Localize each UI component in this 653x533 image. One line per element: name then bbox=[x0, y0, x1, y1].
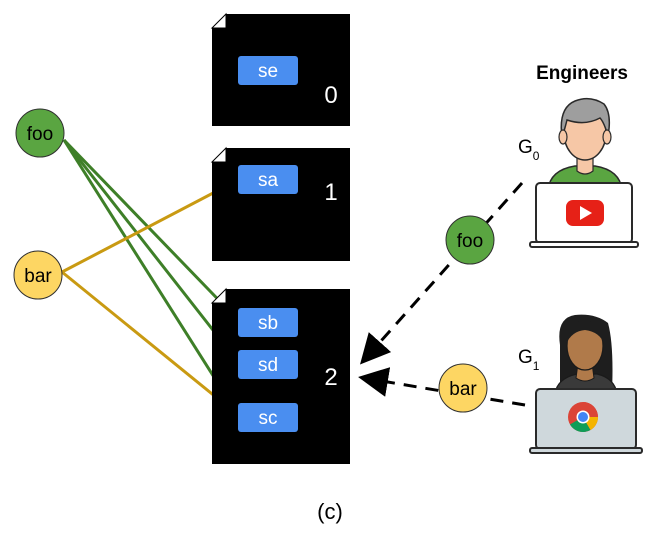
request-key-bar: bar bbox=[438, 363, 488, 413]
engineer-g1-laptop-base bbox=[529, 447, 643, 454]
file-1-index: 1 bbox=[324, 179, 337, 206]
engineer-g1-laptop bbox=[529, 388, 643, 454]
edge-foo-sb bbox=[62, 138, 240, 322]
engineer-g0-ear-right bbox=[602, 129, 612, 145]
file-2-tag-0-box bbox=[238, 308, 298, 337]
edge-bar-sa bbox=[61, 178, 239, 274]
key-node-foo: foo bbox=[15, 108, 65, 158]
key-node-foo-label: foo bbox=[27, 124, 53, 145]
engineer-g0: G0 bbox=[518, 97, 639, 248]
youtube-icon bbox=[566, 200, 604, 226]
file-1: sa 1 bbox=[210, 146, 350, 261]
engineer-g0-avatar bbox=[547, 97, 623, 191]
file-2-tag-1-box bbox=[238, 350, 298, 379]
key-node-foo-circle bbox=[15, 108, 65, 158]
file-2-corner-fold bbox=[210, 287, 227, 304]
request-key-bar-label: bar bbox=[449, 379, 477, 400]
foo-edges bbox=[62, 138, 240, 416]
key-node-bar-label: bar bbox=[24, 266, 52, 287]
file-2-tag-1: sd bbox=[258, 355, 278, 376]
engineer-g1: G1 bbox=[518, 314, 643, 454]
bar-edges bbox=[61, 178, 239, 417]
file-0-corner-fold bbox=[210, 12, 227, 29]
engineer-g1-label: G1 bbox=[518, 347, 540, 373]
file-2: sb sd sc 2 bbox=[210, 287, 350, 464]
edge-foo-sd bbox=[62, 139, 240, 363]
request-key-foo-circle bbox=[445, 215, 495, 265]
request-key-foo-label: foo bbox=[457, 231, 483, 252]
request-arrow-g0 bbox=[360, 182, 524, 365]
engineer-g0-label: G0 bbox=[518, 137, 540, 163]
engineer-g1-hair-fringe bbox=[566, 320, 604, 344]
figure-caption: (c) bbox=[317, 499, 343, 524]
chrome-icon bbox=[568, 402, 598, 433]
file-0-tag-0: se bbox=[258, 61, 278, 82]
request-arrow-g1 bbox=[358, 367, 526, 407]
file-2-tag-0: sb bbox=[258, 313, 278, 334]
file-1-tag-0: sa bbox=[258, 170, 279, 191]
file-0-tag-0-box bbox=[238, 56, 298, 85]
engineer-g1-avatar bbox=[554, 314, 618, 394]
file-2-index: 2 bbox=[324, 364, 337, 391]
request-key-foo: foo bbox=[445, 215, 495, 265]
file-2-tag-2: sc bbox=[259, 408, 278, 429]
file-1-corner-fold bbox=[210, 146, 227, 163]
file-1-tag-0-box bbox=[238, 165, 298, 194]
file-0: se 0 bbox=[210, 12, 350, 126]
file-0-index: 0 bbox=[324, 82, 337, 109]
key-node-bar-circle bbox=[13, 250, 63, 300]
engineer-g0-neck bbox=[576, 157, 594, 175]
key-node-bar: bar bbox=[13, 250, 63, 300]
edge-bar-sc bbox=[61, 270, 239, 417]
file-2-tag-2-box bbox=[238, 403, 298, 432]
engineer-g0-ear-left bbox=[558, 129, 568, 145]
request-key-bar-circle bbox=[438, 363, 488, 413]
edge-foo-sc bbox=[62, 139, 240, 416]
engineer-g0-laptop-base bbox=[529, 241, 639, 248]
engineers-title: Engineers bbox=[536, 63, 628, 84]
engineer-g0-laptop bbox=[529, 182, 639, 248]
